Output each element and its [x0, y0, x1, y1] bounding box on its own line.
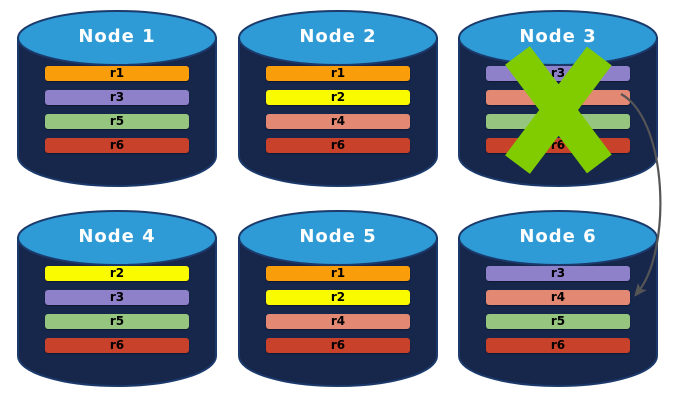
replica-r5[interactable]: r5: [45, 314, 189, 329]
node-2-replica-list: r1 r2 r4 r6: [266, 66, 410, 162]
replica-r6[interactable]: r6: [45, 138, 189, 153]
replica-r3[interactable]: r3: [45, 290, 189, 305]
node-1-replica-list: r1 r3 r5 r6: [45, 66, 189, 162]
replica-r3[interactable]: r3: [486, 266, 630, 281]
replica-r6[interactable]: r6: [266, 338, 410, 353]
replica-r5[interactable]: r5: [486, 114, 630, 129]
cylinder-top: [238, 210, 438, 266]
cylinder-top: [17, 10, 217, 66]
replica-r6[interactable]: r6: [486, 338, 630, 353]
replica-r6[interactable]: r6: [266, 138, 410, 153]
replica-r3[interactable]: r3: [486, 66, 630, 81]
replica-r1[interactable]: r1: [45, 66, 189, 81]
cylinder-top: [238, 10, 438, 66]
node-6-replica-list: r3 r4 r5 r6: [486, 266, 630, 362]
replica-r4[interactable]: r4: [266, 314, 410, 329]
replica-r5[interactable]: r5: [486, 314, 630, 329]
replica-r6[interactable]: r6: [45, 338, 189, 353]
replica-r1[interactable]: r1: [266, 66, 410, 81]
replica-r2[interactable]: r2: [45, 266, 189, 281]
replica-r6[interactable]: r6: [486, 138, 630, 153]
node-5-replica-list: r1 r2 r4 r6: [266, 266, 410, 362]
replica-r4[interactable]: r4: [486, 90, 630, 105]
replica-r5[interactable]: r5: [45, 114, 189, 129]
replica-r3[interactable]: r3: [45, 90, 189, 105]
node-3-replica-list: r3 r4 r5 r6: [486, 66, 630, 162]
replica-r2[interactable]: r2: [266, 90, 410, 105]
replica-r1[interactable]: r1: [266, 266, 410, 281]
node-4-replica-list: r2 r3 r5 r6: [45, 266, 189, 362]
replica-r4[interactable]: r4: [486, 290, 630, 305]
replica-r4[interactable]: r4: [266, 114, 410, 129]
replica-r2[interactable]: r2: [266, 290, 410, 305]
cylinder-top: [17, 210, 217, 266]
cylinder-top: [458, 10, 658, 66]
cylinder-top: [458, 210, 658, 266]
